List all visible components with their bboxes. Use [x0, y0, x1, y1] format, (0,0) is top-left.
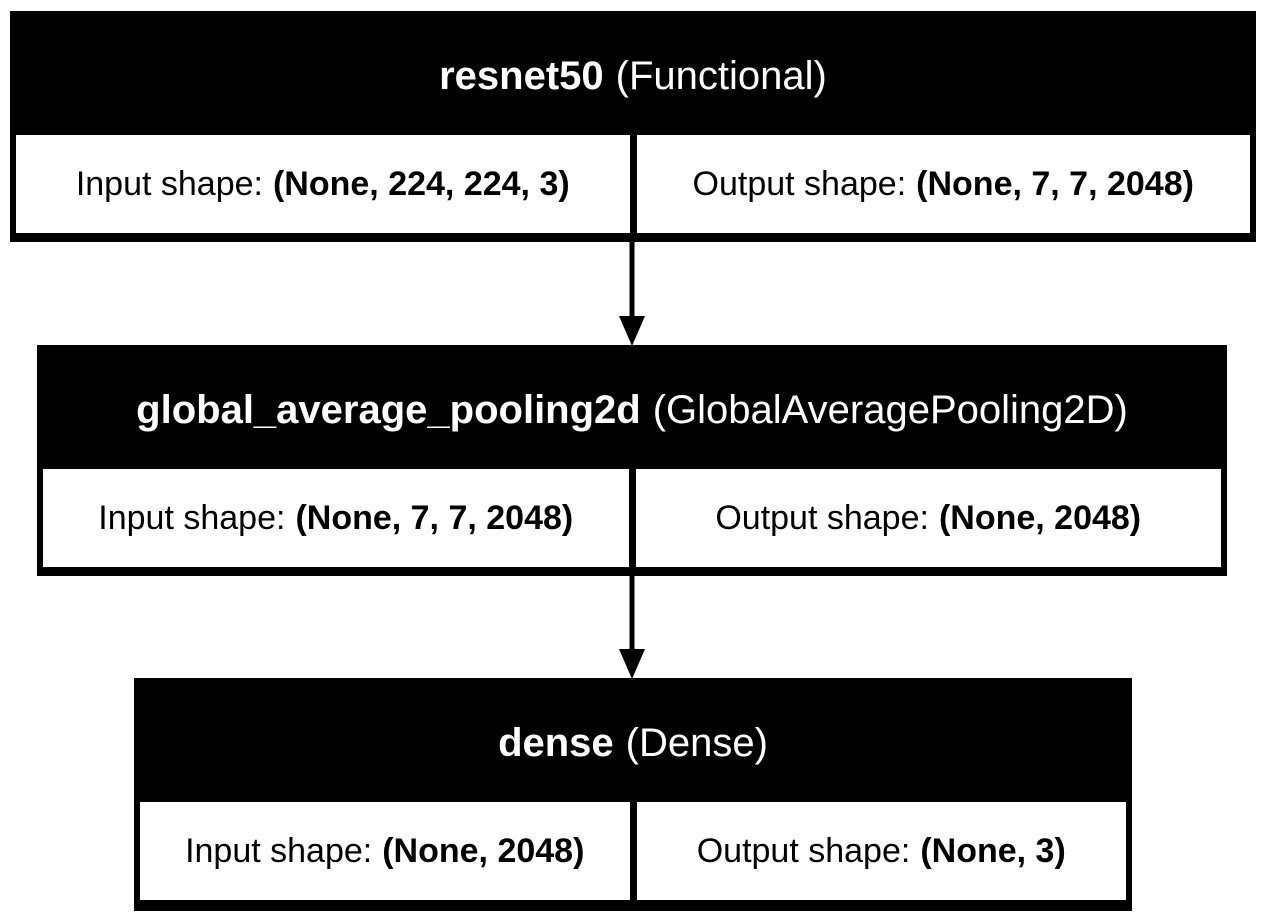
input-shape-value: (None, 2048) — [382, 831, 585, 870]
input-shape-cell: Input shape: (None, 2048) — [140, 802, 630, 900]
layer-type: (Dense) — [625, 720, 768, 765]
layer-shapes-row: Input shape: (None, 224, 224, 3) Output … — [16, 135, 1250, 233]
output-shape-cell: Output shape: (None, 7, 7, 2048) — [636, 135, 1250, 233]
input-shape-value: (None, 7, 7, 2048) — [295, 498, 574, 537]
layer-node-resnet50: resnet50 (Functional) Input shape: (None… — [10, 11, 1256, 242]
layer-name: resnet50 — [439, 53, 604, 98]
layer-header: dense (Dense) — [140, 684, 1126, 802]
output-shape-value: (None, 3) — [920, 831, 1066, 870]
output-shape-label: Output shape: — [715, 498, 929, 537]
input-shape-value: (None, 224, 224, 3) — [272, 164, 570, 203]
output-shape-label: Output shape: — [696, 831, 911, 870]
output-shape-value: (None, 7, 7, 2048) — [916, 164, 1194, 203]
output-shape-value: (None, 2048) — [938, 498, 1142, 537]
edge-pooling-to-dense — [619, 576, 645, 679]
input-shape-label: Input shape: — [185, 831, 373, 870]
layer-type: (GlobalAveragePooling2D) — [652, 387, 1128, 432]
input-shape-cell: Input shape: (None, 224, 224, 3) — [16, 135, 630, 233]
layer-name: global_average_pooling2d — [136, 387, 641, 432]
input-shape-cell: Input shape: (None, 7, 7, 2048) — [43, 469, 629, 567]
arrowhead-icon — [619, 649, 645, 679]
output-shape-cell: Output shape: (None, 3) — [636, 802, 1126, 900]
input-shape-label: Input shape: — [75, 164, 263, 203]
layer-shapes-row: Input shape: (None, 7, 7, 2048) Output s… — [43, 469, 1221, 567]
arrowhead-icon — [619, 316, 645, 346]
layer-name: dense — [498, 720, 614, 765]
output-shape-label: Output shape: — [692, 164, 907, 203]
layer-header: resnet50 (Functional) — [16, 17, 1250, 135]
layer-node-dense: dense (Dense) Input shape: (None, 2048) … — [134, 678, 1132, 911]
layer-type: (Functional) — [615, 53, 827, 98]
layer-header: global_average_pooling2d (GlobalAverageP… — [43, 351, 1221, 469]
layer-node-global-average-pooling2d: global_average_pooling2d (GlobalAverageP… — [37, 345, 1227, 576]
output-shape-cell: Output shape: (None, 2048) — [635, 469, 1221, 567]
edge-resnet50-to-pooling — [619, 242, 645, 346]
input-shape-label: Input shape: — [98, 498, 286, 537]
layer-shapes-row: Input shape: (None, 2048) Output shape: … — [140, 802, 1126, 900]
